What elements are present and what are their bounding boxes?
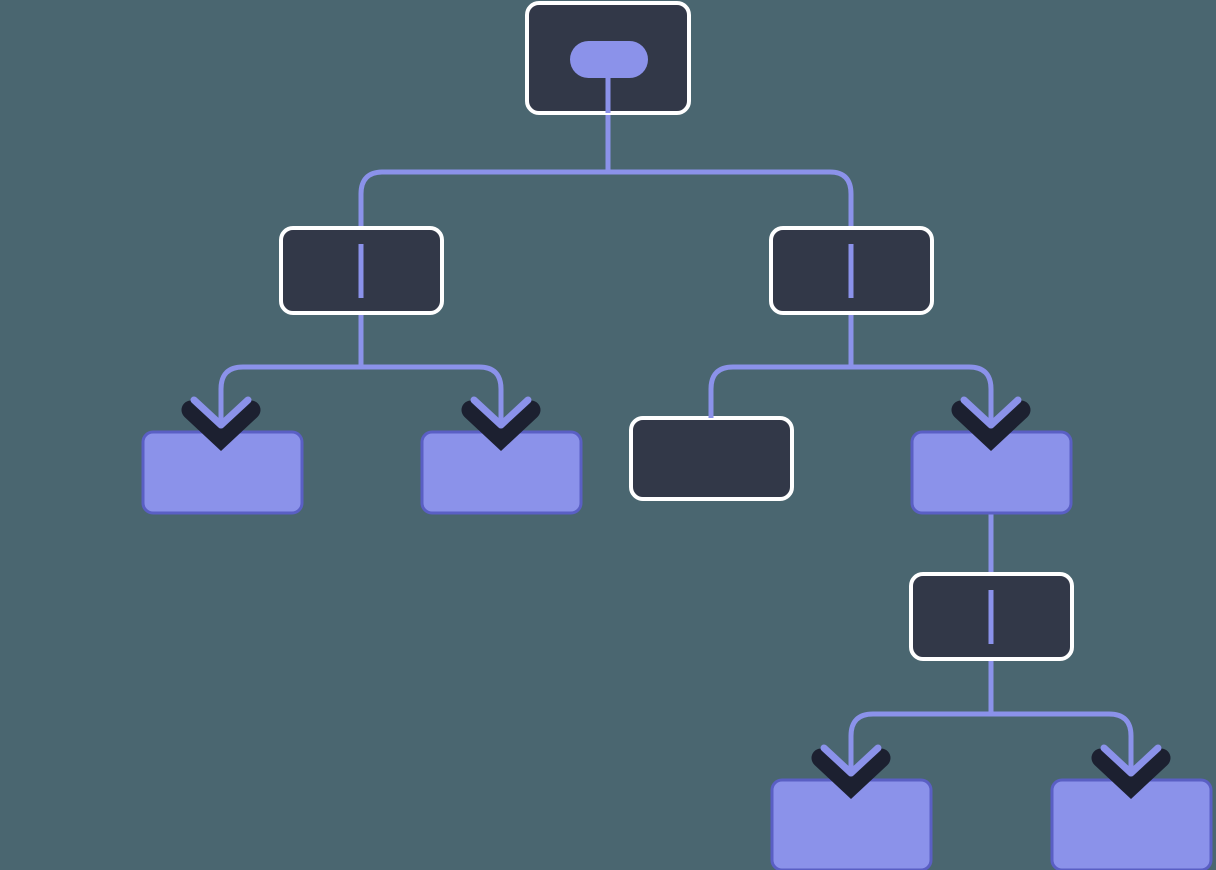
arrow-into-leaf-1-light-chevron <box>190 396 252 429</box>
node-layer <box>141 1 1213 870</box>
connector-left-branch-to-leaves <box>218 313 504 432</box>
arrow-into-leaf-3-light-chevron <box>960 396 1022 429</box>
branch-node-left[interactable] <box>279 226 444 315</box>
connector-subbranch-to-leaves <box>848 659 1134 780</box>
arrow-into-leaf-3-dark-chevron <box>951 400 1031 451</box>
arrow-into-leaf-5-light-chevron <box>1100 744 1162 777</box>
arrow-into-leaf-4-dark-chevron <box>811 748 891 799</box>
connector-right-branch-to-children <box>708 313 994 432</box>
connector-root-to-branches <box>358 113 854 228</box>
plain-dark-node[interactable] <box>629 400 794 501</box>
arrowhead-layer <box>181 396 1171 799</box>
root-node-pill <box>570 41 648 78</box>
connector-layer <box>218 113 1134 780</box>
arrow-into-leaf-2 <box>461 396 541 451</box>
branch-node-right[interactable] <box>769 226 934 315</box>
arrow-into-leaf-4 <box>811 744 891 799</box>
root-node[interactable] <box>525 1 691 115</box>
arrow-into-leaf-2-light-chevron <box>470 396 532 429</box>
arrow-into-leaf-1 <box>181 396 261 451</box>
arrow-into-leaf-2-dark-chevron <box>461 400 541 451</box>
arrow-into-leaf-3 <box>951 396 1031 451</box>
arrow-into-leaf-4-light-chevron <box>820 744 882 777</box>
plain-dark-node-shape[interactable] <box>629 416 794 501</box>
arrow-into-leaf-1-dark-chevron <box>181 400 261 451</box>
arrow-into-leaf-5 <box>1091 744 1171 799</box>
sub-branch-node[interactable] <box>909 572 1074 661</box>
arrow-into-leaf-5-dark-chevron <box>1091 748 1171 799</box>
